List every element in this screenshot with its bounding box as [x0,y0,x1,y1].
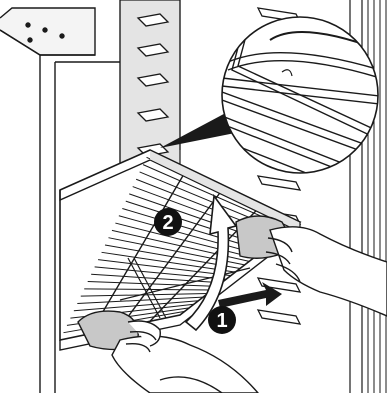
step-2-badge: 2 [154,208,182,236]
step-2-number: 2 [162,212,173,234]
step-1-badge: 1 [208,306,236,334]
step-1-number: 1 [216,310,227,332]
